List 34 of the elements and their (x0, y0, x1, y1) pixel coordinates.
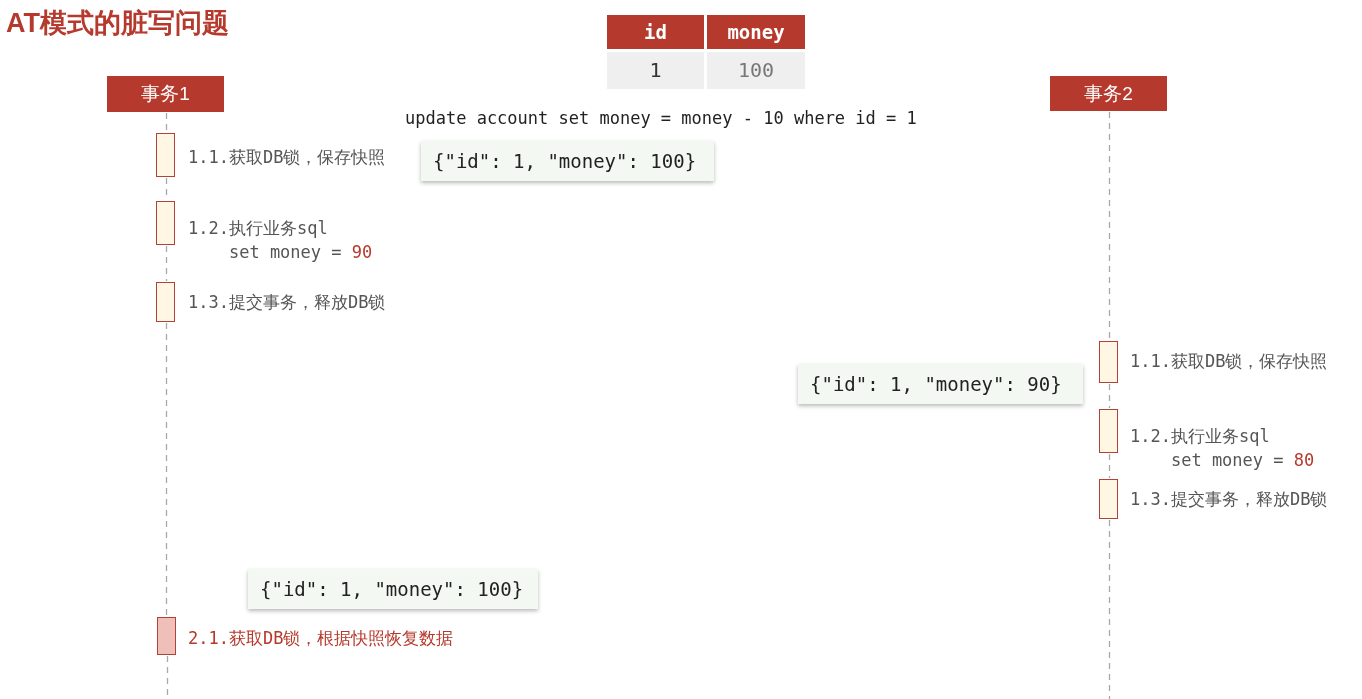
step-text: 1.1.获取DB锁，保存快照 (1130, 350, 1328, 373)
snapshot-card: {"id": 1, "money": 100} (248, 569, 538, 609)
table-header-cell: money (707, 15, 805, 49)
activation-bar (156, 133, 175, 177)
lifeline (1108, 383, 1111, 409)
lifeline (1108, 519, 1111, 699)
activation-bar (1099, 409, 1118, 453)
snapshot-card: {"id": 1, "money": 100} (421, 141, 714, 181)
sql-statement: update account set money = money - 10 where id = 1 (405, 107, 917, 130)
table-cell: 1 (607, 52, 704, 89)
step-text: 1.3.提交事务，释放DB锁 (188, 291, 386, 314)
activation-bar (156, 282, 175, 322)
step-text: 1.3.提交事务，释放DB锁 (1130, 488, 1328, 511)
participant-header: 事务1 (107, 76, 224, 112)
activation-bar (1099, 479, 1118, 519)
lifeline (1108, 111, 1111, 341)
participant-header: 事务2 (1050, 76, 1167, 111)
step-text: set money = 80 (1169, 449, 1315, 472)
step-text: 2.1.获取DB锁，根据快照恢复数据 (188, 627, 454, 650)
table-header-cell: id (607, 15, 704, 49)
activation-bar (1099, 341, 1118, 383)
step-text: 1.2.执行业务sql (1130, 425, 1270, 448)
lifeline (1108, 453, 1111, 479)
table-cell: 100 (707, 52, 805, 89)
diagram-title: AT模式的脏写问题 (6, 7, 229, 40)
lifeline (165, 322, 168, 617)
snapshot-card: {"id": 1, "money": 90} (798, 364, 1083, 404)
step-text: 1.1.获取DB锁，保存快照 (188, 146, 386, 169)
lifeline (165, 112, 168, 133)
lifeline (165, 245, 168, 282)
activation-bar (156, 201, 175, 245)
activation-bar (157, 617, 176, 655)
step-text: 1.2.执行业务sql (188, 217, 328, 240)
step-text: set money = 90 (227, 241, 373, 264)
